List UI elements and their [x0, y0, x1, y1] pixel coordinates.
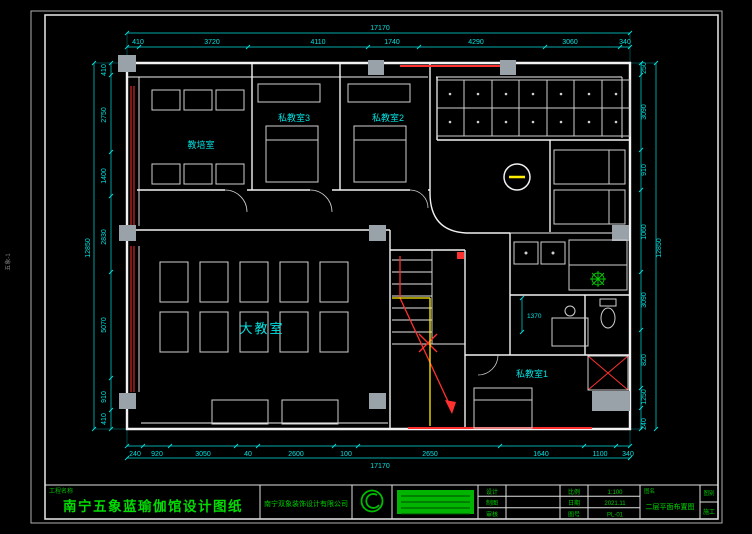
yoga-mats — [159, 261, 349, 425]
stair-arrowhead — [445, 400, 456, 414]
company-name: 南宁双象装饰设计有限公司 — [264, 499, 348, 508]
dimension-lines — [91, 30, 659, 461]
dim-right-0: 250 — [641, 62, 648, 74]
drawing-name: 二层平面布置图 — [646, 502, 695, 511]
door-arcs — [224, 189, 499, 376]
field-b0-value: 1:100 — [607, 490, 623, 496]
stair-treads — [392, 250, 465, 345]
field-b2-value: PL-01 — [607, 513, 624, 519]
dim-left-total: 12850 — [85, 238, 92, 258]
field-b0-label: 比例 — [568, 488, 580, 496]
room-label-big-classroom: 大教室 — [239, 321, 284, 336]
plant-icon — [590, 271, 606, 287]
cabinet-cross — [587, 355, 629, 391]
furniture — [151, 79, 631, 429]
structural-columns — [118, 55, 630, 411]
project-name: 南宁五象蓝瑜伽馆设计图纸 — [63, 498, 243, 514]
dim-right-total: 12850 — [656, 238, 663, 258]
stamp-block — [397, 490, 474, 515]
dim-left-2: 1400 — [101, 168, 108, 184]
field-a1-label: 制图 — [486, 499, 498, 507]
dim-left-0: 410 — [101, 64, 108, 76]
corridor-curve-wall — [429, 192, 510, 234]
dim-top-6: 340 — [619, 39, 631, 46]
dim-bottom-7: 1640 — [533, 451, 549, 458]
dimension-ticks — [91, 30, 659, 461]
dim-top-3: 1740 — [384, 39, 400, 46]
stair-break-cross — [418, 333, 438, 353]
exterior-wall — [125, 61, 632, 431]
dim-bottom-9: 340 — [622, 451, 634, 458]
dim-right-4: 3090 — [641, 292, 648, 308]
private-room3-furniture — [257, 83, 321, 183]
round-table — [503, 163, 531, 191]
field-a2-label: 审核 — [486, 511, 498, 519]
interior-walls — [127, 63, 630, 429]
training-room-tables — [151, 89, 245, 185]
stair-handrail — [392, 297, 431, 426]
dim-bottom-total: 17170 — [370, 463, 390, 470]
title-block-grid — [45, 484, 718, 519]
room-label-private3: 私教室3 — [278, 112, 310, 123]
dim-top-5: 3060 — [562, 39, 578, 46]
stair-direction-arrow — [399, 256, 453, 411]
dim-bottom-6: 2650 — [422, 451, 438, 458]
title-block: 工程名称 南宁五象蓝瑜伽馆设计图纸 南宁双象装饰设计有限公司 设计 制图 审核 … — [45, 484, 718, 519]
dim-left-1: 2750 — [101, 107, 108, 123]
private-room1-furniture — [473, 355, 629, 429]
dim-right-3: 1060 — [641, 224, 648, 240]
dim-top-total: 17170 — [370, 25, 390, 32]
sheet-edge-label: 五象-1 — [4, 253, 12, 271]
dim-right-5: 820 — [641, 354, 648, 366]
dim-right-6: 1250 — [641, 389, 648, 405]
field-b1-value: 2021.11 — [604, 501, 626, 507]
dim-bottom-2: 3050 — [195, 451, 211, 458]
walls — [125, 61, 632, 431]
dim-left-4: 5070 — [101, 317, 108, 333]
room-labels: 教培室 私教室3 私教室2 大教室 私教室1 — [187, 112, 548, 379]
project-name-label: 工程名称 — [49, 487, 73, 495]
dim-bottom-5: 100 — [340, 451, 352, 458]
dimension-texts: 17170 410 3720 4110 1740 4290 3060 340 2… — [85, 25, 663, 470]
drawing-name-label: 图名 — [644, 487, 655, 495]
dim-top-1: 3720 — [204, 39, 220, 46]
dim-top-4: 4290 — [468, 39, 484, 46]
drawing-category-label: 图别 — [703, 489, 714, 497]
dim-bottom-1: 920 — [151, 451, 163, 458]
field-b1-label: 日期 — [568, 499, 580, 507]
dim-interior-1370: 1370 — [527, 313, 542, 320]
office-desk — [551, 305, 589, 347]
dim-bottom-8: 1100 — [592, 451, 607, 458]
dim-right-1: 3090 — [641, 104, 648, 120]
field-a0-label: 设计 — [486, 488, 498, 496]
dim-left-3: 2830 — [101, 229, 108, 245]
room-label-private2: 私教室2 — [372, 112, 404, 123]
dim-left-5: 910 — [101, 391, 108, 403]
field-b2-label: 图号 — [568, 512, 580, 519]
stair-marker — [457, 252, 464, 259]
sheet-frame — [30, 10, 723, 524]
room-label-private1: 私教室1 — [516, 368, 548, 379]
staircase — [392, 250, 465, 426]
title-fields-a: 设计 制图 审核 — [486, 488, 498, 519]
dim-bottom-4: 2600 — [288, 451, 304, 458]
dim-top-0: 410 — [132, 39, 144, 46]
company-logo-icon — [360, 489, 384, 513]
room-label-training: 教培室 — [187, 139, 214, 150]
dim-right-2: 910 — [641, 164, 648, 176]
wall-inner-lines — [127, 76, 630, 424]
title-fields-b: 比例 1:100 日期 2021.11 图号 PL-01 — [568, 488, 626, 519]
private-room2-furniture — [347, 83, 411, 183]
dim-bottom-0: 240 — [129, 451, 141, 458]
locker-grid — [436, 79, 631, 137]
dim-top-2: 4110 — [310, 39, 325, 46]
toilet-fixture — [599, 298, 617, 329]
massage-beds — [553, 149, 626, 225]
dim-bottom-3: 40 — [244, 451, 252, 458]
dim-left-6: 410 — [101, 413, 108, 425]
drawing-category-value: 施工 — [703, 508, 715, 516]
dim-right-7: 240 — [641, 418, 648, 430]
cabinet-row — [513, 239, 628, 291]
